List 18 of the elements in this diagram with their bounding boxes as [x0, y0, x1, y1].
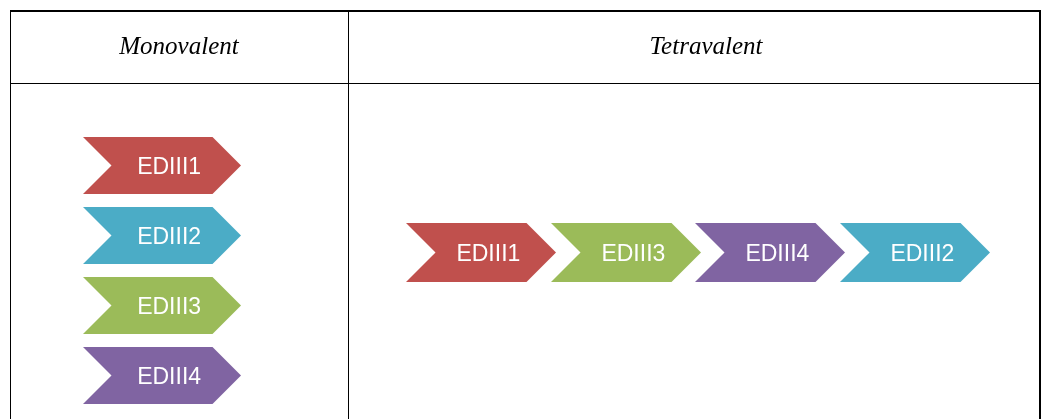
column-header: Monovalent [119, 32, 239, 60]
chevron-label: EDIII4 [137, 362, 202, 389]
chevron-tag [406, 223, 556, 282]
chevron-tag [83, 277, 241, 334]
chevron-tag [551, 223, 701, 282]
chevron-label: EDIII1 [137, 152, 202, 179]
chevron-label: EDIII1 [456, 239, 521, 266]
chevron-tag [83, 137, 241, 194]
chevron-label: EDIII2 [890, 239, 955, 266]
chevron-tag [83, 207, 241, 264]
chevron-label: EDIII2 [137, 222, 202, 249]
chevron-tag [83, 347, 241, 404]
chevron-label: EDIII3 [601, 239, 666, 266]
column-header: Tetravalent [649, 32, 763, 60]
chevron-tag [840, 223, 990, 282]
chevron-label: EDIII3 [137, 292, 202, 319]
chevron-tag [695, 223, 845, 282]
chevron-label: EDIII4 [745, 239, 810, 266]
